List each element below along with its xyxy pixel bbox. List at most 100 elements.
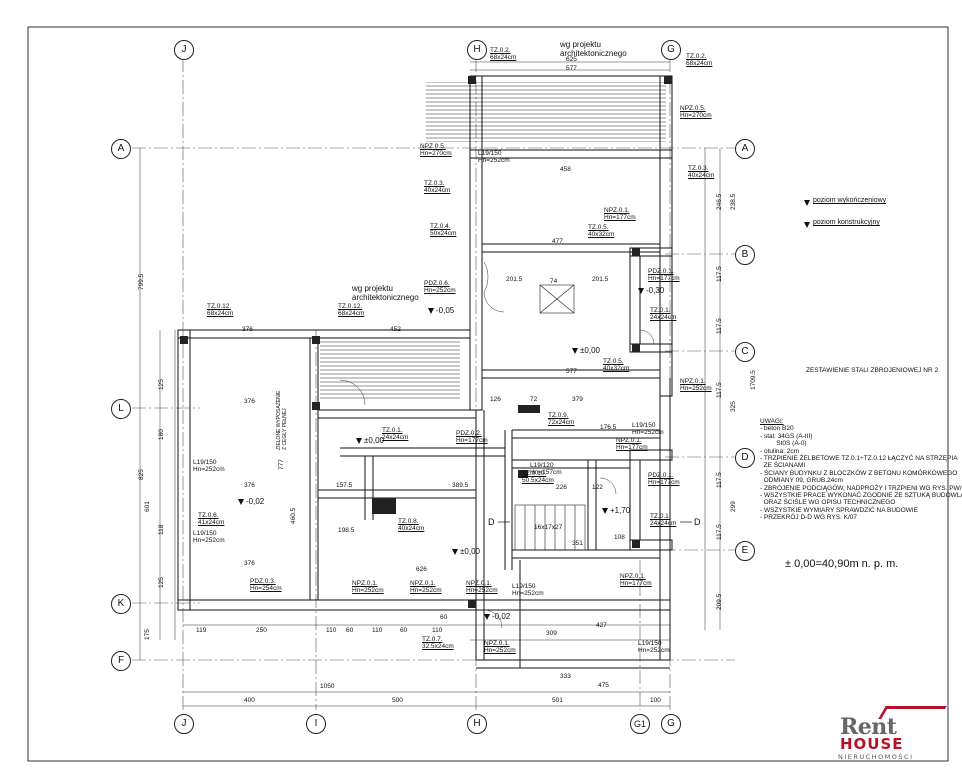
dim-int-10: 176.5 (600, 424, 617, 431)
dim-bottom-5: 60 (400, 627, 408, 634)
dim-bottom-1: 250 (256, 627, 267, 634)
columns (180, 76, 672, 608)
label-npz01-b: NPZ.0.1. Hn=252cm (680, 378, 712, 392)
dim-left-2: 180 (158, 429, 165, 440)
dim-bottom-10: 475 (598, 682, 609, 689)
label-brick: ZIELONE WYPOSAŻENIE Z CEGŁY PEŁNEJ (276, 390, 288, 450)
dim-int-5: 460.5 (290, 507, 297, 524)
axis-bottom-g: G (661, 714, 681, 734)
label-npz01-g: NPZ.0.1. Hn=177cm (620, 573, 652, 587)
notes-title: UWAGI: (760, 418, 784, 425)
notes-block: UWAGI: - beton B20 - stal: 34GS (A-III) … (760, 418, 962, 522)
label-l19-f: L19/150 Hn=252cm (638, 640, 670, 654)
window-symbol (539, 284, 575, 314)
note-line: - ŚCIANY BUDYNKU Z BLOCZKÓW Z BETONU KOM… (760, 469, 958, 477)
dim-right-3: 117.5 (716, 318, 723, 334)
label-tz01-c: TZ.0.1. 24x24cm (650, 513, 677, 527)
note-line: - PRZEKRÓJ D-D WG RYS. K/07 (760, 514, 858, 522)
axis-right-d: D (735, 448, 755, 468)
dim-right-10: 117.5 (716, 524, 723, 540)
section-mark-left: D (488, 517, 495, 527)
level-5: -0,02 (246, 497, 265, 506)
level-legend-finish: poziom wykończeniowy (813, 197, 887, 204)
dim-int-13: 108 (614, 534, 625, 541)
dim-left-0: 799.5 (138, 273, 145, 290)
label-tz05-b: TZ.0.5. 40x32cm (603, 358, 630, 372)
dim-top-4: 201.5 (506, 276, 523, 283)
label-l19-e: L19/150 Hn=252cm (512, 583, 544, 597)
logo-line1: Rent (840, 714, 897, 740)
dim-top-2: 458 (560, 166, 571, 173)
label-tz03-b: TZ.0.3. 40x24cm (688, 165, 715, 179)
label-l19-d: L19/120 Hn=157cm (530, 462, 562, 476)
note-line: - stal: 34GS (A-III) (760, 432, 813, 440)
note-line: ORAZ ŚCIŚLE WG OPISU TECHNICZNEGO (760, 499, 896, 507)
dim-right-2: 117.5 (716, 266, 723, 282)
label-tz010: TZ.0.10. 50.5x24cm (522, 470, 554, 484)
dim-bottom-11: 1050 (320, 683, 335, 690)
section-mark-right: D (694, 517, 701, 527)
dim-int-4: 777 (278, 459, 285, 470)
dim-int-0: 157.5 (336, 482, 353, 489)
label-npz01-h: NPZ.0.1. Hn=252cm (484, 640, 516, 654)
dim-int-14: 72 (530, 396, 538, 403)
dim-bottom-3: 60 (346, 627, 354, 634)
arch-zone-top (426, 82, 666, 142)
label-l19-b: L19/150 Hn=252cm (193, 459, 225, 473)
dim-right-0: 246.5 (716, 193, 723, 210)
stair-label: 16x17x27 (534, 524, 563, 531)
dim-top-5: 201.5 (592, 276, 609, 283)
dim-bottom-0: 119 (196, 627, 207, 634)
label-tz03-a: TZ.0.3. 40x24cm (424, 180, 451, 194)
label-l19-a: L19/150 Hn=252cm (478, 150, 510, 164)
dim-left-4: 601 (144, 501, 151, 512)
dim-top-3: 477 (552, 238, 563, 245)
axis-left-f: F (111, 651, 131, 671)
dim-bottom-15: 100 (650, 697, 661, 704)
dim-int-15: 226 (556, 484, 567, 491)
level-7: ±0,00 (460, 547, 480, 556)
level-3: -0,30 (646, 286, 665, 295)
dim-left-3: 825 (138, 469, 145, 480)
dim-top-1: 577 (566, 65, 577, 72)
label-npz05-b: NPZ.0.5. Hn=270cm (420, 143, 452, 157)
dim-int-7: 626 (416, 566, 427, 573)
dim-right-1: 238.5 (730, 193, 737, 210)
rent-house-logo: Rent HOUSE NIERUCHOMOŚCI (830, 706, 948, 762)
dim-right-4: 325 (730, 401, 737, 412)
dim-int-6: 198.5 (338, 527, 355, 534)
level-8: -0,02 (492, 612, 511, 621)
dim-top-10: 376 (242, 326, 253, 333)
dim-int-11: 122 (592, 484, 603, 491)
label-tz04: TZ.0.4. 50x24cm (430, 223, 457, 237)
label-pdz02: PDZ.0.2. Hn=177cm (456, 430, 488, 444)
label-tz05-a: TZ.0.5. 40x32cm (588, 224, 615, 238)
dim-int-16: 60 (440, 614, 448, 621)
label-tz01-b: TZ.0.1. 24x24cm (382, 427, 409, 441)
label-pdz03: PDZ.0.3. Hn=254cm (250, 578, 282, 592)
dim-left-1: 125 (158, 379, 165, 390)
label-tz09: TZ.0.9. 72x24cm (548, 412, 575, 426)
note-line: - WSZYSTKIE PRACE WYKONAĆ ZGODNIE ZE SZT… (760, 492, 962, 500)
axis-bottom-i: I (306, 714, 326, 734)
logo-line3: NIERUCHOMOŚCI (838, 753, 914, 761)
axis-left-k: K (111, 594, 131, 614)
label-l19-g: L19/150 Hn=252cm (632, 422, 664, 436)
note-line: - beton B20 (760, 425, 794, 433)
dim-int-9: 126 (490, 396, 501, 403)
logo-line2: HOUSE (840, 735, 904, 753)
axis-left-a: A (111, 139, 131, 159)
level-2: ±0,00 (580, 346, 600, 355)
axis-right-a: A (735, 139, 755, 159)
label-npz01-e: NPZ.0.1. Hn=252cm (410, 580, 442, 594)
elevation-reference: ± 0,00=40,90m n. p. m. (785, 558, 899, 570)
dim-int-12: 351 (572, 540, 583, 547)
dim-top-9: 452 (390, 326, 401, 333)
dim-right-6: 117.5 (716, 382, 723, 398)
note-line: ZE ŚCIANAMI (760, 462, 806, 470)
dim-bottom-8: 427 (596, 622, 607, 629)
dim-top-8: 379 (572, 396, 583, 403)
arch-note-mid: wg projektu architektonicznego (352, 284, 419, 302)
note-line: - otulina: 2cm (760, 447, 800, 455)
